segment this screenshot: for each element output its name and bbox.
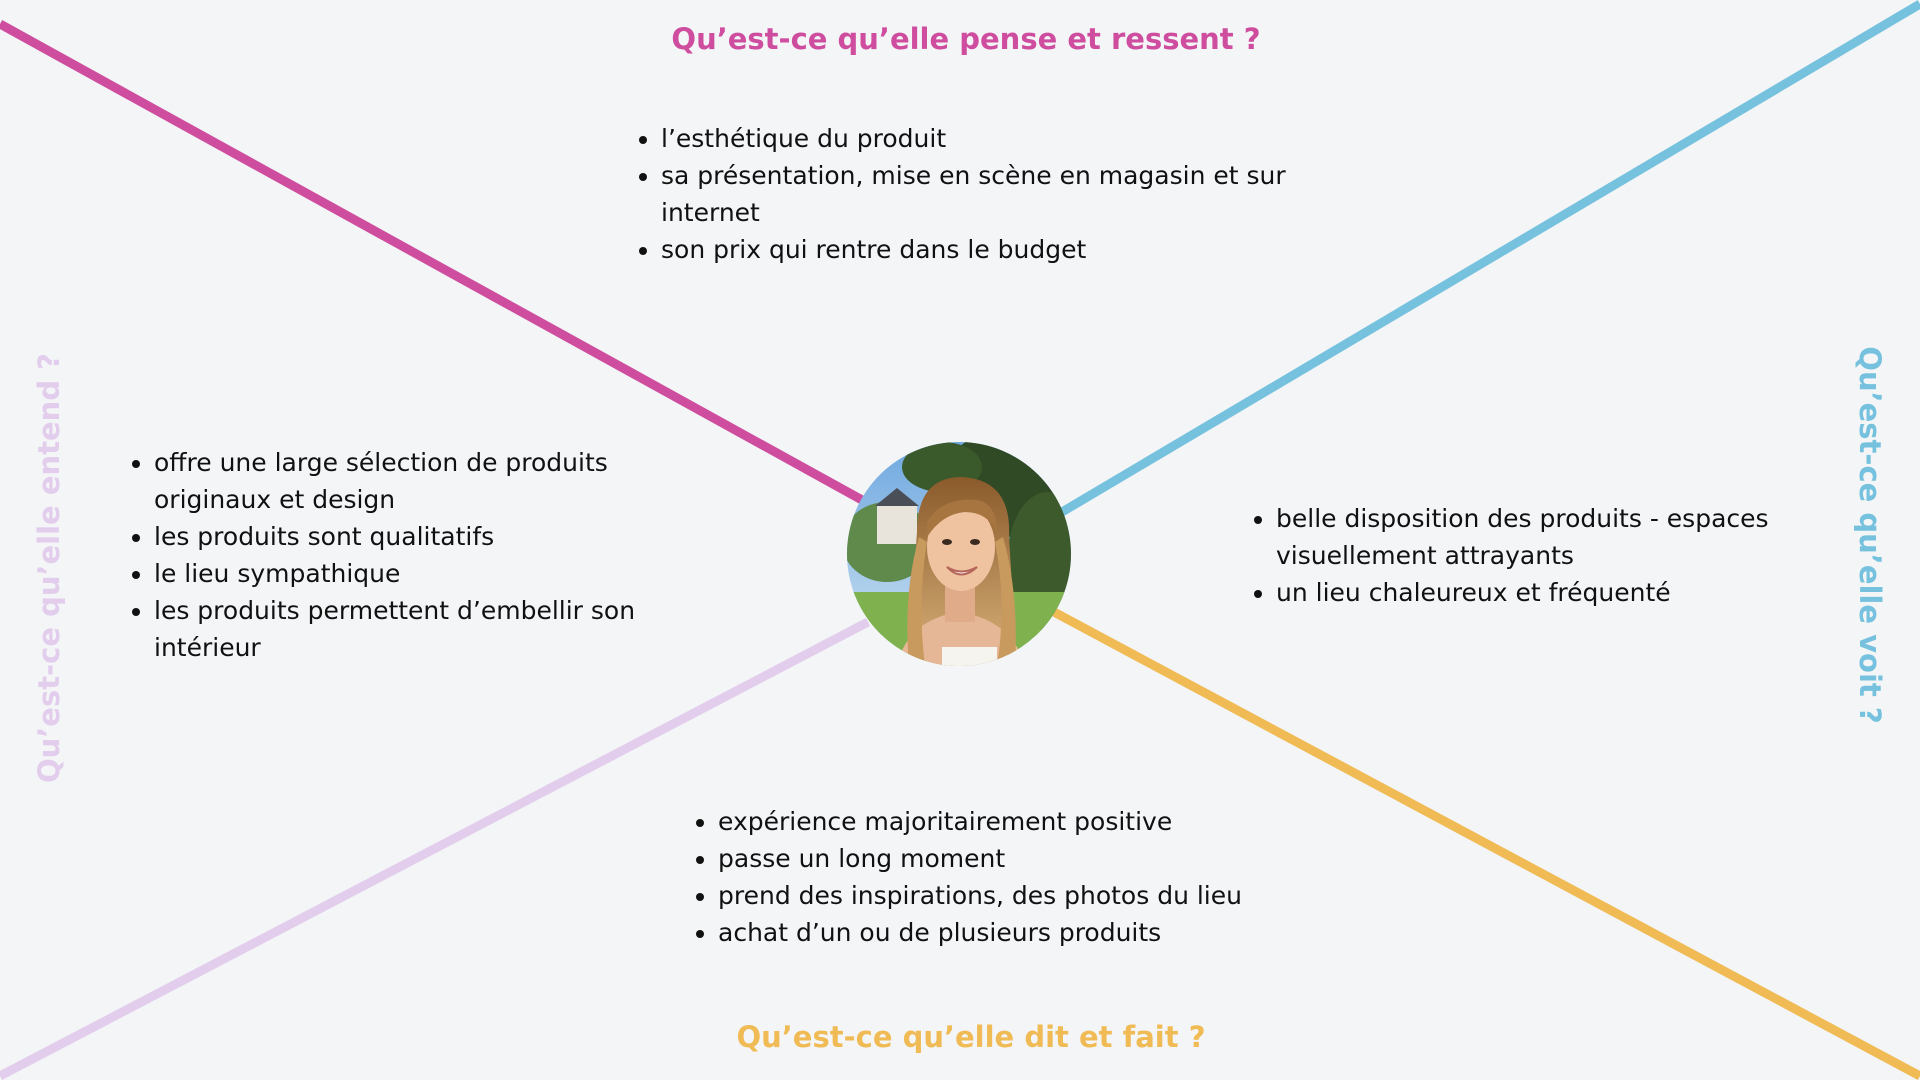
list-item: l’esthétique du produit (661, 120, 1361, 157)
divider-thinks-feels (0, 20, 865, 504)
list-item: achat d’un ou de plusieurs produits (718, 914, 1278, 951)
title-thinks-feels: Qu’est-ce qu’elle pense et ressent ? (671, 22, 1261, 56)
thinks-feels-list: l’esthétique du produit sa présentation,… (635, 120, 1361, 268)
list-item: expérience majoritairement positive (718, 803, 1278, 840)
title-says-does: Qu’est-ce qu’elle dit et fait ? (736, 1020, 1206, 1054)
sees-list: belle disposition des produits - espaces… (1250, 500, 1836, 611)
hears-list: offre une large sélection de produits or… (128, 444, 714, 666)
list-item: prend des inspirations, des photos du li… (718, 877, 1278, 914)
divider-says-does (1051, 608, 1920, 1080)
list-item: offre une large sélection de produits or… (154, 444, 714, 518)
list-item: passe un long moment (718, 840, 1278, 877)
title-hears: Qu’est-ce qu’elle entend ? (32, 352, 66, 784)
list-item: les produits permettent d’embellir son i… (154, 592, 714, 666)
says-does-list: expérience majoritairement positive pass… (692, 803, 1278, 951)
list-item: belle disposition des produits - espaces… (1276, 500, 1836, 574)
list-item: les produits sont qualitatifs (154, 518, 714, 555)
list-item: son prix qui rentre dans le budget (661, 231, 1361, 268)
title-sees: Qu’est-ce qu’elle voit ? (1853, 346, 1887, 724)
persona-photo-icon (847, 442, 1071, 666)
divider-sees (1059, 0, 1920, 516)
list-item: sa présentation, mise en scène en magasi… (661, 157, 1361, 231)
list-item: un lieu chaleureux et fréquenté (1276, 574, 1836, 611)
divider-hears (0, 618, 871, 1080)
list-item: le lieu sympathique (154, 555, 714, 592)
